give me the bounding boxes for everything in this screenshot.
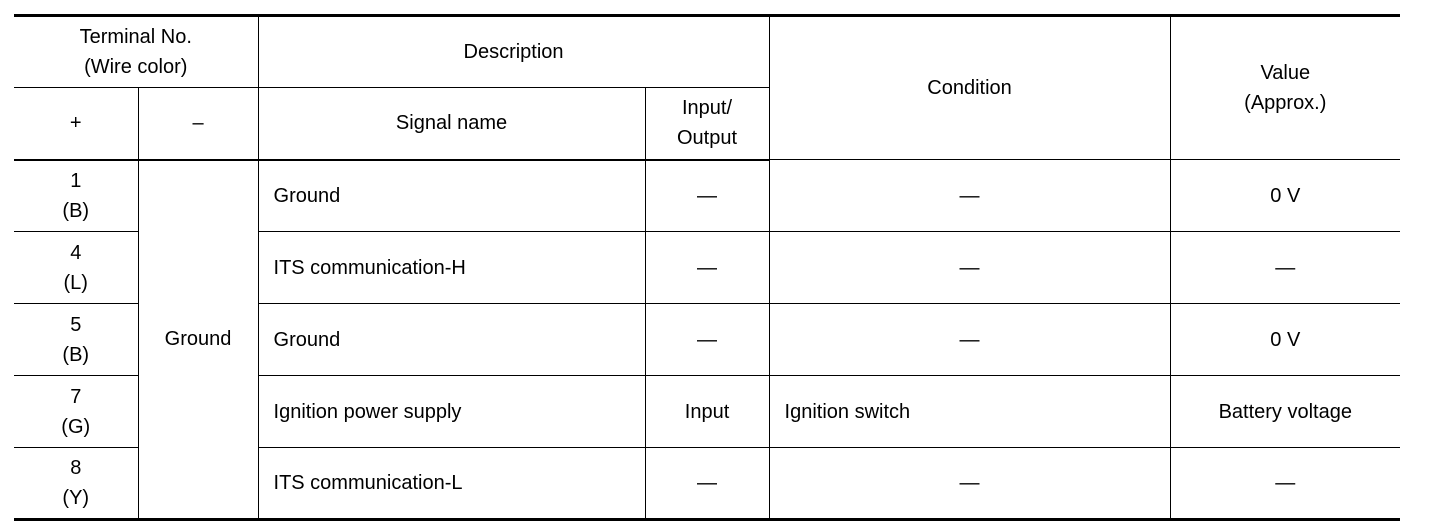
wire-color: (Y) [62, 487, 90, 509]
terminal-number: 4 [70, 241, 82, 264]
input-output-cell: — [644, 231, 770, 304]
wire-color: (L) [63, 271, 88, 294]
value-cell: 0 V [1169, 159, 1401, 232]
header-terminal-line1: Terminal No. [79, 26, 192, 48]
input-output-cell: — [644, 303, 770, 376]
terminal-number-cell: 1 (B) [14, 159, 139, 232]
condition-cell: Ignition switch [768, 375, 1171, 448]
table-row: 5 (B) Ground — — 0 V [14, 303, 1401, 376]
signal-name-cell: Ignition power supply [257, 375, 646, 448]
wire-color: (G) [61, 415, 91, 438]
header-value-line1: Value [1260, 62, 1311, 84]
value-cell: — [1169, 447, 1401, 520]
table-row: 8 (Y) ITS communication-L — — — [14, 447, 1401, 520]
input-output-cell: Input [644, 375, 770, 448]
condition-cell: — [768, 303, 1171, 376]
terminal-table: Terminal No. (Wire color) Description Co… [14, 14, 1401, 521]
value-cell: Battery voltage [1169, 375, 1401, 448]
header-condition: Condition [768, 15, 1171, 160]
wire-color: (B) [62, 343, 90, 366]
terminal-number-cell: 8 (Y) [14, 447, 139, 520]
header-value-line2: (Approx.) [1244, 92, 1327, 114]
header-minus: – [137, 87, 259, 161]
condition-cell: — [768, 159, 1171, 232]
terminal-number: 7 [70, 385, 82, 408]
terminal-number: 1 [70, 169, 82, 192]
terminal-number-cell: 5 (B) [14, 303, 139, 376]
signal-name-cell: ITS communication-H [257, 231, 646, 304]
signal-name-cell: ITS communication-L [257, 447, 646, 520]
header-description: Description [257, 15, 770, 88]
ground-terminal-cell: Ground [137, 159, 259, 520]
header-signal-name: Signal name [257, 87, 646, 161]
header-input-output: Input/ Output [644, 87, 770, 161]
wire-color: (B) [62, 199, 90, 222]
terminal-number-cell: 7 (G) [14, 375, 139, 448]
header-io-line2: Output [677, 127, 738, 150]
input-output-cell: — [644, 447, 770, 520]
header-io-line1: Input/ [682, 97, 733, 120]
table-row: 1 (B) Ground Ground — — 0 V [14, 159, 1401, 520]
header-value: Value (Approx.) [1169, 15, 1401, 160]
input-output-cell: — [644, 159, 770, 232]
value-cell: 0 V [1169, 303, 1401, 376]
table-row: 4 (L) ITS communication-H — — — [14, 231, 1401, 304]
terminal-number: 8 [70, 457, 82, 479]
value-cell: — [1169, 231, 1401, 304]
signal-name-cell: Ground [257, 159, 646, 232]
header-terminal-no: Terminal No. (Wire color) [14, 15, 259, 88]
signal-name-cell: Ground [257, 303, 646, 376]
condition-cell: — [768, 447, 1171, 520]
header-terminal-line2: (Wire color) [84, 56, 188, 78]
condition-cell: — [768, 231, 1171, 304]
header-plus: + [14, 87, 139, 161]
terminal-number-cell: 4 (L) [14, 231, 139, 304]
terminal-number: 5 [70, 313, 82, 336]
